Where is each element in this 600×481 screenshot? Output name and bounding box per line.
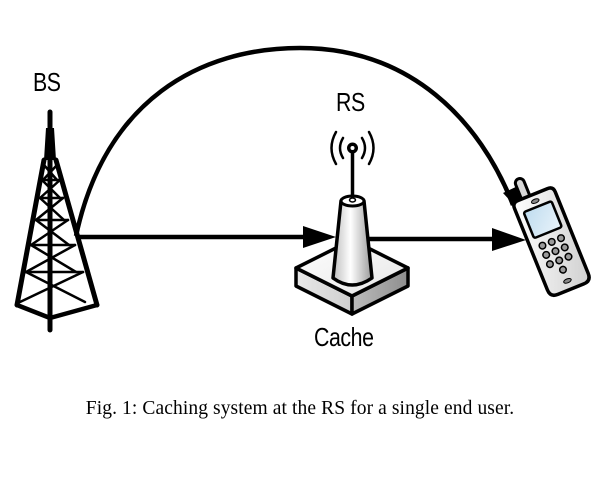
mobile-phone-icon [512, 177, 591, 298]
arrow-bs-to-rs [76, 226, 336, 248]
arrow-rs-to-user [365, 228, 526, 251]
arrowhead-user [492, 228, 526, 251]
signal-waves-icon [330, 130, 375, 166]
phone-screen [522, 200, 563, 239]
figure-caption: Fig. 1: Caching system at the RS for a s… [85, 398, 515, 419]
cache-label: Cache [314, 322, 374, 352]
arrowhead-rs [303, 226, 336, 248]
rs-label: RS [336, 87, 365, 117]
relay-antenna-icon [294, 130, 410, 316]
bs-label: BS [33, 67, 61, 97]
antenna-cone [331, 194, 374, 287]
phone-keypad [538, 234, 573, 274]
cache-base [294, 238, 410, 316]
curved-arrow-bs-to-user [73, 45, 527, 237]
cell-tower-icon [14, 109, 100, 333]
